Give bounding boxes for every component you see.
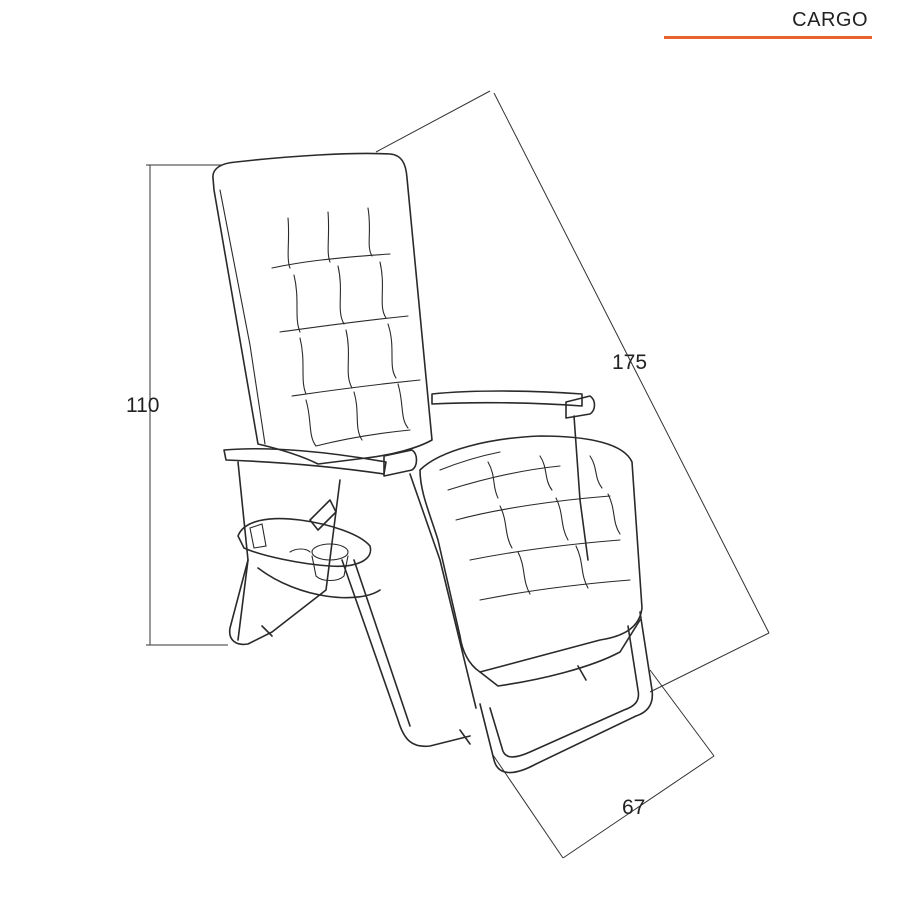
brand-name: CARGO [792,9,868,31]
brand-header: CARGO [664,8,872,39]
brand-underline [664,36,872,39]
dimension-length-label: 175 [612,351,648,374]
seat-cushion [419,435,643,687]
dimension-height-label: 110 [126,394,160,417]
back-cushion [212,152,433,465]
chair-frame [223,390,654,774]
dimension-width-label: 67 [622,796,646,819]
cup-tray [237,517,372,582]
